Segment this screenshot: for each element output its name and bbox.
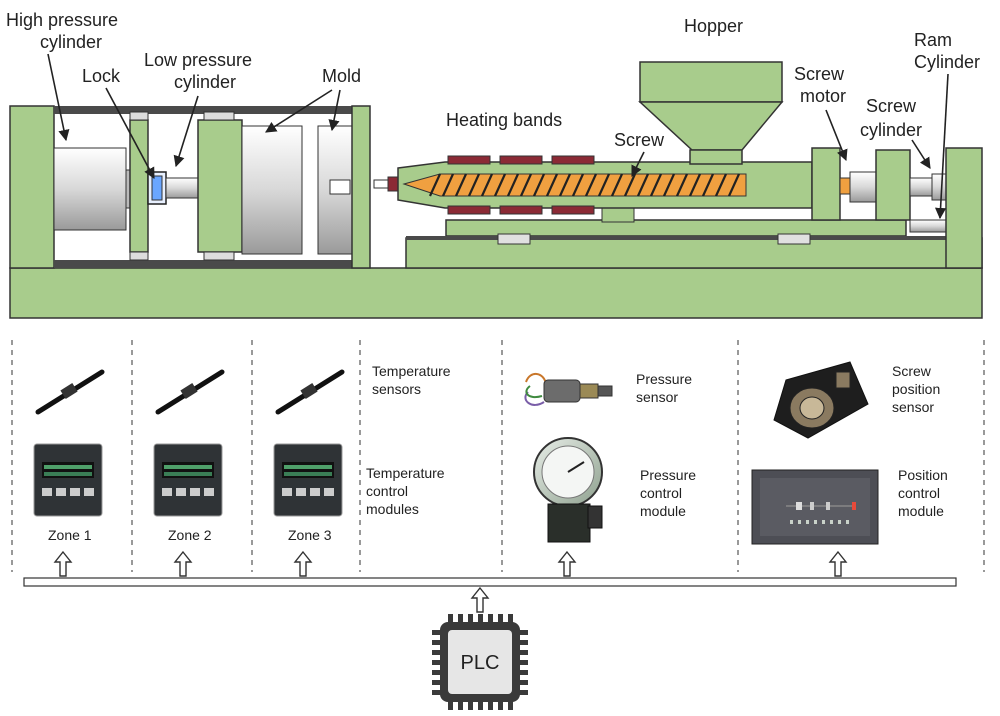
- heating-band-3: [551, 155, 595, 165]
- zone-3-label: Zone 3: [288, 527, 332, 543]
- label-screw-motor: Screw: [794, 64, 845, 84]
- label-screw-motor-2: motor: [800, 86, 846, 106]
- label-mold: Mold: [322, 66, 361, 86]
- tie-bar-bottom: [54, 260, 354, 268]
- label-position-control-module-3: module: [898, 503, 944, 519]
- rear-support: [945, 147, 983, 269]
- low-pressure-cylinder: [165, 177, 199, 199]
- moving-platen-2: [197, 119, 243, 253]
- label-position-control-module-2: control: [898, 485, 940, 501]
- label-temperature-sensors: Temperature: [372, 363, 451, 379]
- heating-band-1: [447, 155, 491, 165]
- label-hopper: Hopper: [684, 16, 743, 36]
- label-low-pressure-cylinder-2: cylinder: [174, 72, 236, 92]
- ram-cylinder: [909, 219, 947, 233]
- label-temperature-sensors-2: sensors: [372, 381, 421, 397]
- label-pressure-sensor-2: sensor: [636, 389, 678, 405]
- temperature-sensor-icon: [35, 369, 345, 415]
- mold-half-moving: [241, 125, 303, 255]
- hopper: [639, 61, 783, 103]
- pressure-sensor-icon: [524, 373, 613, 406]
- label-screw-position-sensor: Screw: [892, 363, 932, 379]
- label-screw-position-sensor-2: position: [892, 381, 940, 397]
- screw-cylinder: [909, 177, 933, 197]
- label-pressure-control-module-2: control: [640, 485, 682, 501]
- label-ram-cylinder: Ram: [914, 30, 952, 50]
- label-temperature-control-modules: Temperature: [366, 465, 445, 481]
- label-position-control-module: Position: [898, 467, 948, 483]
- label-high-pressure-cylinder: High pressure: [6, 10, 118, 30]
- pressure-gauge-icon: [533, 437, 603, 543]
- label-screw-position-sensor-3: sensor: [892, 399, 934, 415]
- label-ram-cylinder-2: Cylinder: [914, 52, 980, 72]
- high-pressure-cylinder: [53, 147, 127, 231]
- screw-cylinder-support: [875, 149, 911, 221]
- position-control-panel-icon: [751, 469, 879, 545]
- plc-chip-icon: PLC: [432, 614, 528, 710]
- plc-label: PLC: [461, 652, 500, 674]
- screw-motor: [849, 171, 877, 203]
- label-lock: Lock: [82, 66, 121, 86]
- tie-bar-top: [54, 106, 354, 114]
- label-high-pressure-cylinder-2: cylinder: [40, 32, 102, 52]
- communication-bus: [23, 577, 957, 587]
- up-arrow-icon: [53, 550, 848, 613]
- label-pressure-control-module: Pressure: [640, 467, 696, 483]
- temperature-controller-icon: [33, 443, 343, 517]
- label-screw: Screw: [614, 130, 665, 150]
- label-temperature-control-modules-2: control: [366, 483, 408, 499]
- label-temperature-control-modules-3: modules: [366, 501, 419, 517]
- zone-dividers: [11, 340, 985, 572]
- label-heating-bands: Heating bands: [446, 110, 562, 130]
- moving-platen-1: [129, 119, 149, 253]
- machine-base: [9, 267, 983, 319]
- heating-band-2: [499, 155, 543, 165]
- motor-support: [811, 147, 841, 221]
- zone-2-label: Zone 2: [168, 527, 212, 543]
- injection-frame: [405, 237, 983, 269]
- screw: [428, 173, 741, 197]
- position-sensor-icon: [773, 361, 869, 439]
- fixed-platen: [351, 105, 371, 269]
- machine-labels: High pressure cylinder Lock Low pressure…: [6, 10, 980, 220]
- label-pressure-control-module-3: module: [640, 503, 686, 519]
- label-pressure-sensor: Pressure: [636, 371, 692, 387]
- zone-1-label: Zone 1: [48, 527, 92, 543]
- label-screw-cylinder: Screw: [866, 96, 917, 116]
- label-low-pressure-cylinder: Low pressure: [144, 50, 252, 70]
- injection-machine: [9, 61, 983, 319]
- clamp-frame-left: [9, 105, 55, 269]
- label-screw-cylinder-2: cylinder: [860, 120, 922, 140]
